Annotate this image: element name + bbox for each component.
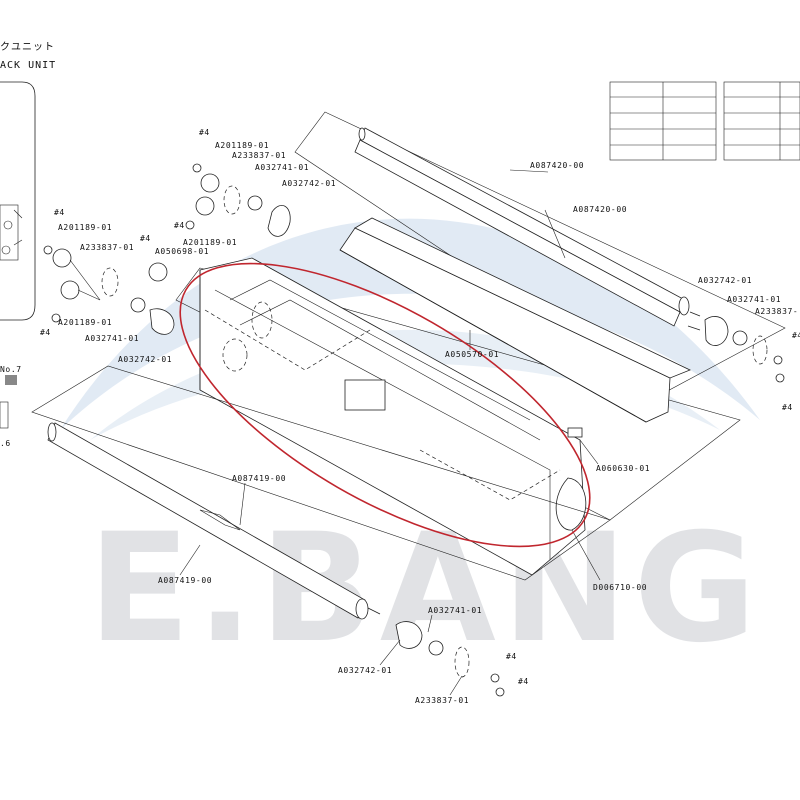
gear-cluster-right — [704, 316, 785, 383]
gear-cluster-left — [43, 245, 175, 335]
inset-box — [0, 81, 36, 321]
label-a201189-mid: A201189-01 — [183, 238, 237, 247]
part-a060630 — [567, 427, 583, 438]
label-a233837-left: A233837-01 — [80, 243, 134, 252]
label-d006710: D006710-00 — [593, 583, 647, 592]
label-a087419-bottom: A087419-00 — [158, 576, 212, 585]
title-japanese: クユニット — [0, 41, 55, 53]
label-a201189-top: A201189-01 — [215, 141, 269, 150]
label-a233837-top: A233837-01 — [232, 151, 286, 160]
label-a032742-left: A032742-01 — [118, 355, 172, 364]
label-a032741-right: A032741-01 — [727, 295, 781, 304]
roller-top — [354, 127, 701, 331]
label-a032741-left: A032741-01 — [85, 334, 139, 343]
label-screw-4-c: #4 — [54, 208, 65, 217]
highlight-ellipse — [179, 262, 591, 548]
label-a087420-top: A087420-00 — [530, 161, 584, 170]
label-a032741-bottom: A032741-01 — [428, 606, 482, 615]
label-screw-4-d: #4 — [140, 234, 151, 243]
bracket-a050570 — [339, 217, 691, 423]
ref-hatch-swatch — [5, 375, 17, 385]
gear-cluster-bottom — [395, 621, 505, 697]
label-a087419-top: A087419-00 — [232, 474, 286, 483]
roller-bottom — [47, 422, 381, 620]
label-a032741-top: A032741-01 — [255, 163, 309, 172]
label-a087420-mid: A087420-00 — [573, 205, 627, 214]
label-screw-4-h: #4 — [506, 652, 517, 661]
watermark-text: E.BANG — [88, 502, 763, 676]
label-a233837-right: A233837- — [755, 307, 798, 316]
spec-table-right — [723, 81, 800, 161]
label-a201189-left: A201189-01 — [58, 223, 112, 232]
chassis-frame — [199, 257, 587, 576]
label-a060630: A060630-01 — [596, 464, 650, 473]
title-english: ACK UNIT — [0, 60, 56, 71]
label-screw-4-g: #4 — [782, 403, 793, 412]
label-a032742-top: A032742-01 — [282, 179, 336, 188]
roller-bottom-outline — [31, 365, 611, 581]
part-labels: A201189-01 A233837-01 A032741-01 A032742… — [40, 128, 800, 705]
label-a233837-bottom: A233837-01 — [415, 696, 469, 705]
label-screw-4-f: #4 — [792, 331, 800, 340]
ref-box — [0, 401, 9, 429]
label-a032742-right: A032742-01 — [698, 276, 752, 285]
label-screw-4-b: #4 — [174, 221, 185, 230]
label-screw-4-i: #4 — [518, 677, 529, 686]
gear-cluster-top — [185, 163, 291, 237]
label-a050570: A050570-01 — [445, 350, 499, 359]
label-screw-4-a: #4 — [199, 128, 210, 137]
label-screw-4-e: #4 — [40, 328, 51, 337]
label-a032742-bottom: A032742-01 — [338, 666, 392, 675]
ref-no7: No.7 — [0, 365, 22, 374]
leader-lines — [179, 169, 601, 696]
spec-table-left — [609, 81, 717, 161]
ref-six: .6 — [0, 439, 11, 448]
label-a050698: A050698-01 — [155, 247, 209, 256]
label-a201189-left-low: A201189-01 — [58, 318, 112, 327]
